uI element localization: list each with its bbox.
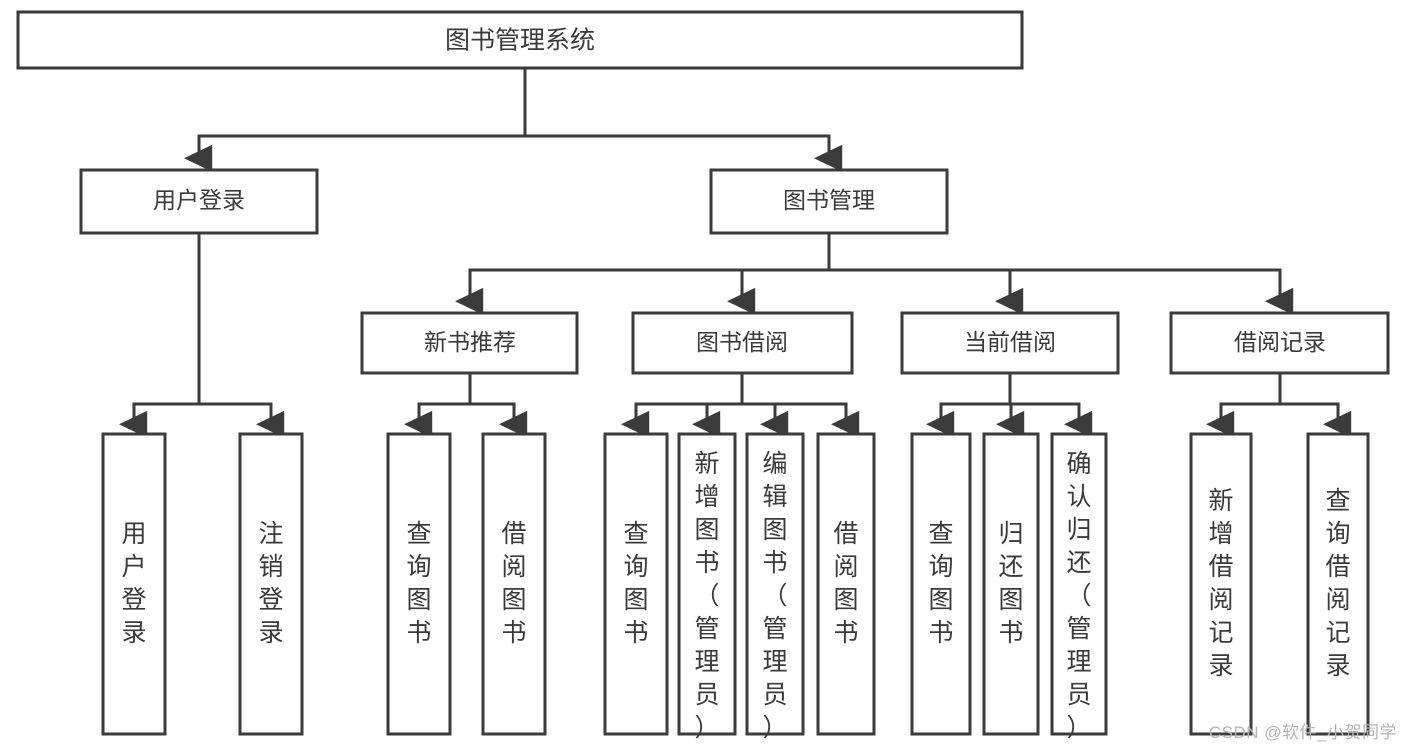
leaf-label-vertical: 查询图书: [623, 520, 648, 647]
node-new-book-recommend[interactable]: 新书推荐: [360, 311, 579, 375]
edges-borrow-record-to-leaves: [1206, 371, 1352, 438]
leaf-node[interactable]: 归还图书: [982, 432, 1040, 736]
leaf-label-vertical: 确认归还（管理员）: [1066, 450, 1091, 742]
leaf-label-vertical: 借阅图书: [833, 520, 858, 647]
leaf-node[interactable]: 注销登录: [238, 432, 304, 736]
node-borrow-record-label: 借阅记录: [1234, 329, 1326, 355]
leaf-label-vertical: 注销登录: [258, 520, 283, 647]
leaf-label-vertical: 归还图书: [998, 520, 1023, 647]
node-root-label: 图书管理系统: [445, 27, 595, 55]
node-borrow-record[interactable]: 借阅记录: [1169, 311, 1390, 375]
edges-user-login-to-leaves: [119, 231, 285, 438]
leaf-label-vertical: 查询图书: [406, 520, 431, 647]
node-book-management[interactable]: 图书管理: [709, 168, 949, 235]
leaf-node[interactable]: 编辑图书（管理员）: [745, 432, 805, 742]
node-user-login-label: 用户登录: [153, 187, 245, 213]
node-new-book-recommend-label: 新书推荐: [424, 329, 516, 355]
node-current-borrow[interactable]: 当前借阅: [900, 311, 1120, 375]
leaf-label-vertical: 用户登录: [121, 520, 146, 647]
edges-current-borrow-to-leaves: [926, 371, 1093, 438]
leaf-node[interactable]: 借阅图书: [816, 432, 876, 736]
leaf-node[interactable]: 借阅图书: [481, 432, 547, 736]
node-root-book-management-system[interactable]: 图书管理系统: [16, 10, 1024, 70]
edges-new-book-to-leaves: [404, 371, 528, 438]
node-current-borrow-label: 当前借阅: [964, 329, 1056, 355]
leaf-label-vertical: 新增图书（管理员）: [694, 450, 719, 742]
csdn-watermark: CSDN @软件_小贺同学: [1208, 723, 1397, 742]
edges-root-to-level2: [184, 66, 843, 172]
node-user-login[interactable]: 用户登录: [79, 168, 319, 235]
leaf-node[interactable]: 新增图书（管理员）: [677, 432, 737, 742]
leaf-label-vertical: 借阅图书: [501, 520, 526, 647]
node-book-management-label: 图书管理: [783, 187, 875, 213]
leaf-node[interactable]: 查询图书: [386, 432, 452, 736]
node-book-borrow-label: 图书借阅: [696, 329, 788, 355]
leaf-label-vertical: 查询图书: [928, 520, 953, 647]
leaf-node[interactable]: 查询借阅记录: [1306, 432, 1370, 736]
leaf-node[interactable]: 查询图书: [910, 432, 972, 736]
edges-book-manage-to-level3: [455, 231, 1294, 315]
leaf-node[interactable]: 用户登录: [101, 432, 167, 736]
leaf-label-vertical: 查询借阅记录: [1325, 487, 1350, 680]
leaf-node[interactable]: 查询图书: [603, 432, 669, 736]
leaf-node[interactable]: 新增借阅记录: [1189, 432, 1253, 736]
leaf-label-vertical: 编辑图书（管理员）: [762, 450, 787, 742]
node-book-borrow[interactable]: 图书借阅: [631, 311, 854, 375]
leaf-label-vertical: 新增借阅记录: [1208, 487, 1233, 680]
edges-book-borrow-to-leaves: [621, 371, 860, 438]
leaf-node[interactable]: 确认归还（管理员）: [1050, 432, 1108, 742]
